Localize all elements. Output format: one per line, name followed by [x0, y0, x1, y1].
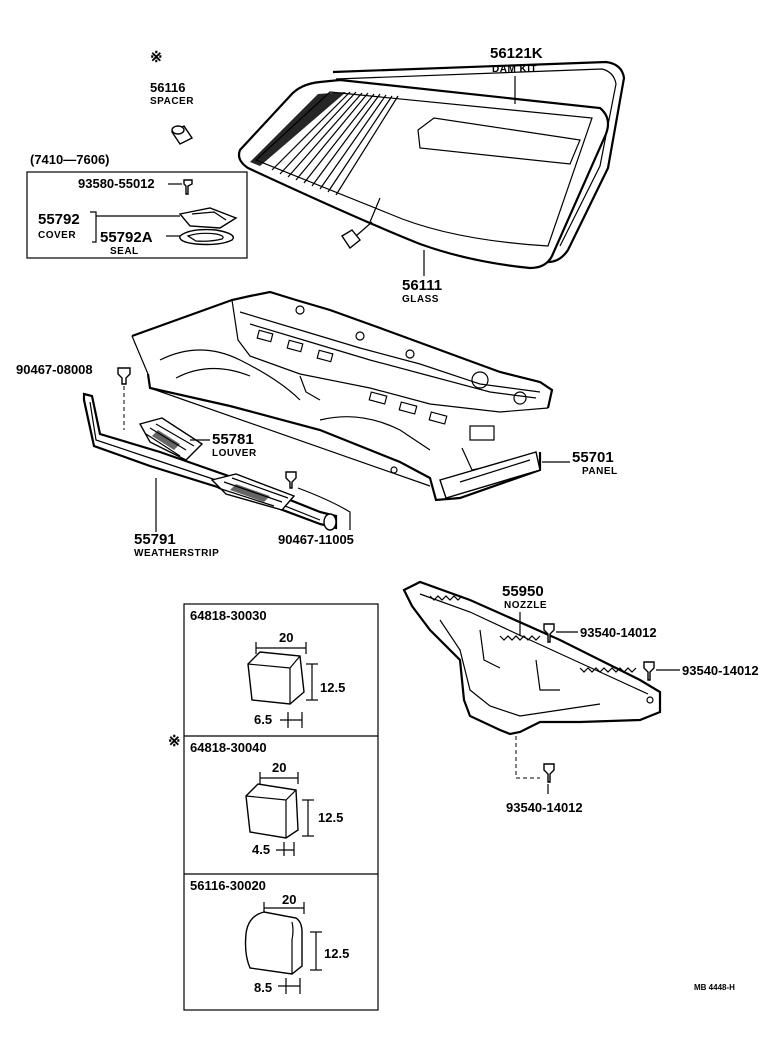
- nozzle-number: 55950: [502, 583, 544, 600]
- variant-1-part: 64818-30030: [190, 608, 267, 623]
- clip-11005-number: 90467-11005: [278, 532, 354, 547]
- nozzle-name: NOZZLE: [504, 600, 547, 611]
- weatherstrip-drawing: [82, 392, 338, 531]
- weatherstrip-number: 55791: [134, 531, 176, 548]
- panel-number: 55701: [572, 449, 614, 466]
- diagram-code: MB 4448-H: [694, 983, 735, 992]
- spacer-asterisk: ※: [150, 49, 163, 66]
- variant-3-part: 56116-30020: [190, 878, 266, 893]
- clip-11005-drawing: [285, 471, 297, 489]
- seal-name: SEAL: [110, 246, 139, 257]
- weatherstrip-name: WEATHERSTRIP: [134, 548, 219, 559]
- variant-3-height: 12.5: [324, 946, 349, 961]
- louver-name: LOUVER: [212, 448, 257, 459]
- variant-2-width: 20: [272, 760, 286, 775]
- screw-c-drawing: [543, 763, 555, 783]
- screw-a-drawing: [543, 623, 555, 643]
- variant-2: 64818-30040 20 12.5 4.5: [190, 740, 343, 857]
- dam-kit-number: 56121K: [490, 45, 543, 62]
- clip-11005-leader: [297, 487, 351, 530]
- date-range: (7410—7606): [30, 152, 110, 167]
- spacer-drawing: [170, 125, 194, 145]
- glass-shade-band: [250, 91, 399, 196]
- glass-name: GLASS: [402, 294, 439, 305]
- variant-3: 56116-30020 20 12.5 8.5: [190, 878, 349, 995]
- spacer-variant-table: [183, 603, 379, 1011]
- windshield-glass-drawing: [237, 60, 626, 270]
- cover-name: COVER: [38, 230, 76, 241]
- glass-number: 56111: [402, 277, 442, 294]
- spacer-name: SPACER: [150, 96, 194, 107]
- variant-asterisk: ※: [168, 733, 181, 750]
- panel-name: PANEL: [582, 466, 618, 477]
- variant-1-width: 20: [279, 630, 293, 645]
- screw-93580-number: 93580-55012: [78, 176, 155, 191]
- variant-3-width: 20: [282, 892, 296, 907]
- screw-b-number: 93540-14012: [682, 663, 759, 678]
- screw-93580-drawing: [183, 179, 193, 195]
- cover-seal-box: [26, 171, 248, 259]
- variant-2-height: 12.5: [318, 810, 343, 825]
- spacer-number: 56116: [150, 80, 185, 95]
- nozzle-drawing: [402, 580, 662, 736]
- clip-08008-drawing: [117, 367, 131, 385]
- screw-c-dash: [515, 736, 540, 779]
- screw-a-number: 93540-14012: [580, 625, 657, 640]
- variant-1: 64818-30030 20 12.5 6.5: [190, 608, 345, 728]
- cover-number: 55792: [38, 211, 80, 228]
- variant-2-part: 64818-30040: [190, 740, 267, 755]
- seal-drawing: [179, 228, 234, 246]
- screw-b-drawing: [643, 661, 655, 681]
- louver-left-drawing: [138, 417, 204, 461]
- seal-number: 55792A: [100, 229, 153, 246]
- louver-right-drawing: [210, 473, 296, 511]
- screw-c-number: 93540-14012: [506, 800, 583, 815]
- louver-number: 55781: [212, 431, 254, 448]
- variant-1-depth: 6.5: [254, 712, 272, 727]
- variant-3-depth: 8.5: [254, 980, 272, 995]
- variant-2-depth: 4.5: [252, 842, 270, 857]
- cover-drawing: [178, 207, 238, 229]
- dam-kit-name: DAM KIT: [492, 64, 537, 75]
- clip-08008-number: 90467-08008: [16, 362, 93, 377]
- cowl-panel-drawing: [131, 290, 554, 502]
- variant-1-height: 12.5: [320, 680, 345, 695]
